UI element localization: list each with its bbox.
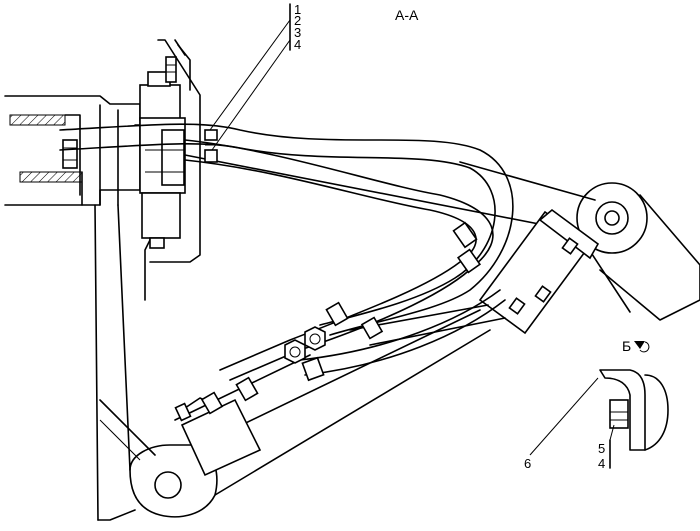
callout-group-top: 1 2 3 4 — [209, 2, 301, 151]
callout-2: 2 — [294, 13, 301, 28]
frame-left — [4, 95, 218, 521]
callout-4-bottom: 4 — [598, 456, 605, 471]
upper-arm — [184, 154, 700, 321]
section-title: А-А — [395, 7, 419, 23]
valve-block — [134, 39, 201, 301]
callout-1: 1 — [294, 2, 301, 17]
view-title: Б — [622, 338, 631, 354]
hoses — [59, 123, 514, 415]
callout-3: 3 — [294, 25, 301, 40]
callout-5: 5 — [598, 441, 605, 456]
hex-nut-2 — [304, 326, 326, 351]
callout-6: 6 — [524, 456, 531, 471]
callout-4: 4 — [294, 37, 301, 52]
hex-nut-1 — [284, 339, 306, 364]
view-arrow-icon — [634, 341, 650, 353]
hydraulic-cylinder — [349, 208, 600, 346]
view-b-detail: Б 5 4 6 — [524, 338, 669, 471]
